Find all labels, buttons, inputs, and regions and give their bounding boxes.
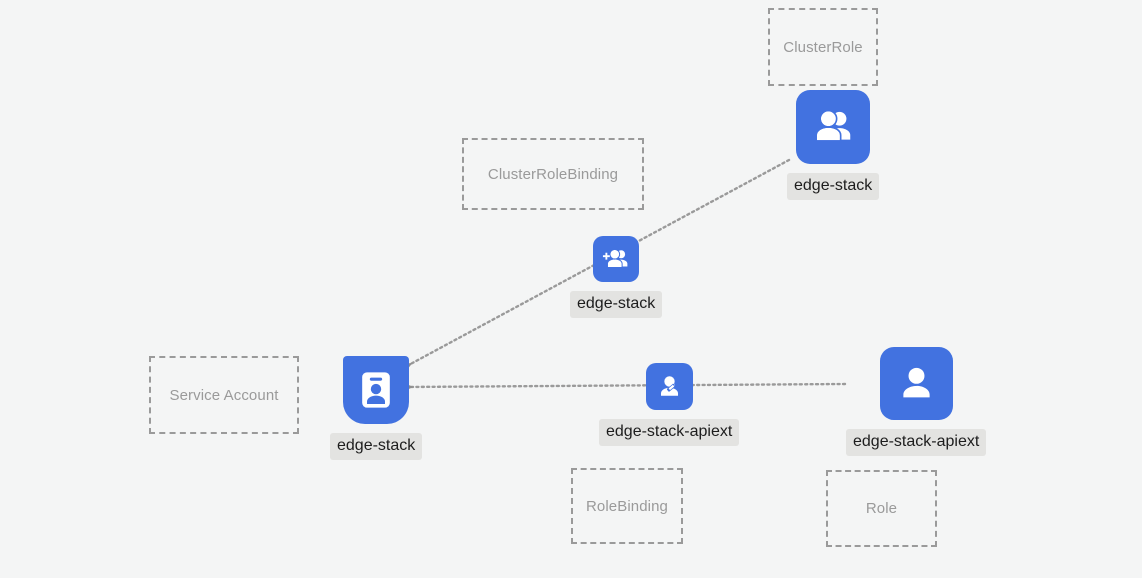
kind-label-clusterrole: ClusterRole: [783, 38, 863, 56]
group-add-icon[interactable]: [593, 236, 640, 282]
node-clusterrolebinding[interactable]: edge-stack: [570, 236, 663, 318]
account-edit-icon[interactable]: [645, 363, 693, 410]
kind-label-serviceaccount: Service Account: [169, 386, 279, 404]
node-label-serviceaccount: edge-stack: [330, 433, 423, 460]
node-label-clusterrole: edge-stack: [787, 173, 880, 200]
kind-label-rolebinding: RoleBinding: [586, 497, 668, 515]
kind-label-clusterrolebinding: ClusterRoleBinding: [487, 165, 619, 183]
node-label-rolebinding: edge-stack-apiext: [599, 419, 740, 446]
kind-box-clusterrole[interactable]: ClusterRole: [768, 8, 878, 86]
kind-box-rolebinding[interactable]: RoleBinding: [571, 468, 683, 544]
node-rolebinding[interactable]: edge-stack-apiext: [599, 363, 740, 446]
node-label-clusterrolebinding: edge-stack: [570, 291, 663, 318]
group-icon[interactable]: [796, 90, 871, 164]
node-serviceaccount[interactable]: edge-stack: [330, 356, 423, 460]
node-clusterrole[interactable]: edge-stack: [787, 90, 880, 200]
kind-label-role: Role: [865, 500, 898, 517]
node-label-role: edge-stack-apiext: [846, 429, 987, 456]
kind-box-clusterrolebinding[interactable]: ClusterRoleBinding: [462, 138, 644, 210]
node-role[interactable]: edge-stack-apiext: [846, 347, 987, 456]
account-icon[interactable]: [879, 347, 953, 420]
badge-account-icon[interactable]: [343, 356, 410, 424]
kind-box-serviceaccount[interactable]: Service Account: [149, 356, 299, 434]
kind-box-role[interactable]: Role: [826, 470, 937, 547]
